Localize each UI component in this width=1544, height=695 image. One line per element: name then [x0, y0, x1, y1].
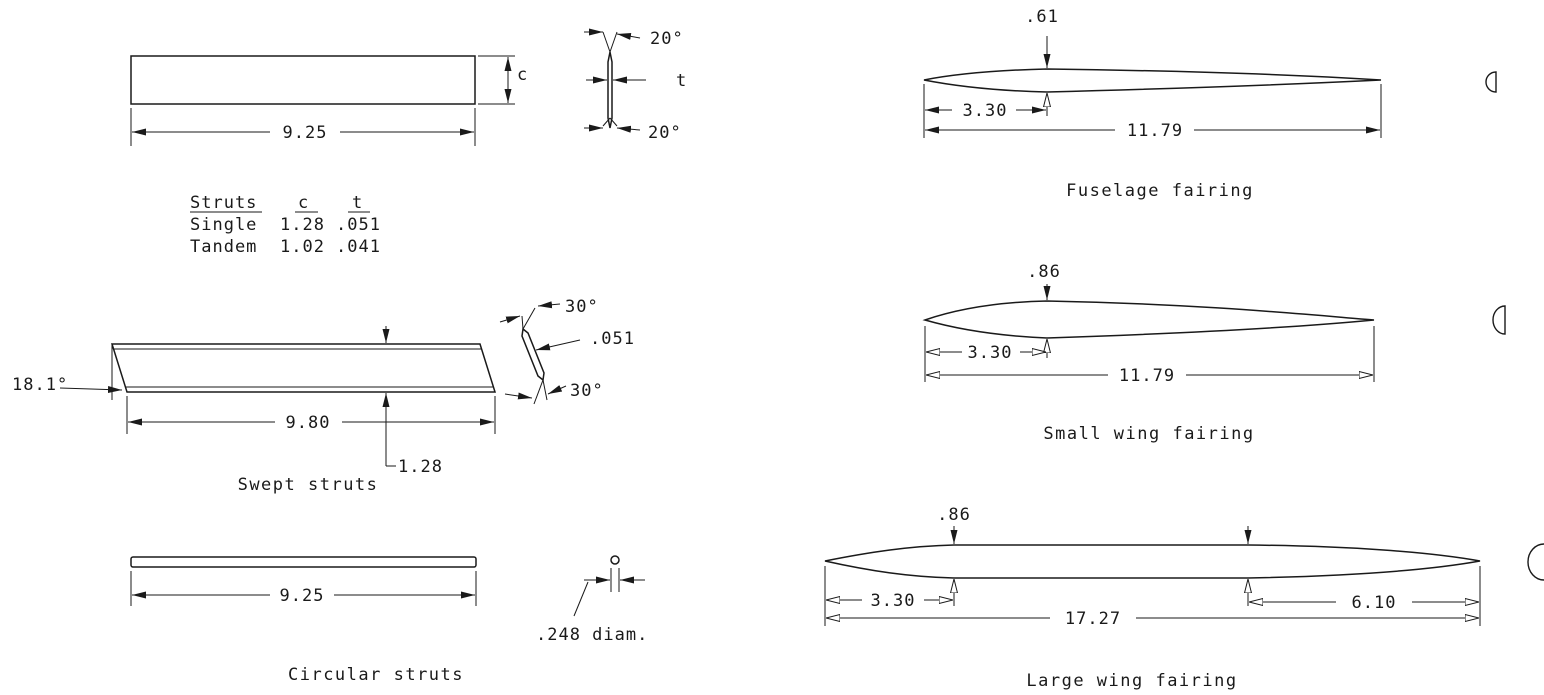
table-row-tandem-c: 1.02 — [280, 237, 325, 257]
fuselage-fairing-group: .61 3.30 11.79 Fuselage fairing — [923, 7, 1497, 201]
table-row-single-t: .051 — [336, 215, 381, 235]
straight-strut-body — [130, 55, 476, 105]
fuselage-fairing-end-view — [1485, 71, 1497, 93]
section-angle-bottom: 20° — [648, 123, 682, 143]
swept-strut-body — [110, 343, 497, 393]
large-wing-rear-location-label: 6.10 — [1352, 593, 1397, 613]
circular-section-shape — [610, 555, 620, 565]
table-row-single-label: Single — [190, 215, 257, 235]
small-wing-fairing-group: .86 3.30 11.79 Small wing fairing — [922, 262, 1506, 444]
swept-strut-chord-label: 1.28 — [398, 457, 443, 477]
large-wing-fairing-end-view — [1527, 543, 1544, 581]
straight-strut-span-label: 9.25 — [283, 123, 328, 143]
large-wing-fairing-group: .86 3.30 6.10 17.27 Large wing fairing — [824, 505, 1544, 691]
small-wing-fairing-end-view — [1492, 305, 1506, 335]
chord-symbol-label: c — [517, 65, 528, 85]
section-angle-top: 20° — [650, 29, 684, 49]
table-header-struts: Struts — [190, 193, 257, 213]
sweep-angle-label: 18.1° — [12, 375, 68, 395]
large-wing-front-location-label: 3.30 — [871, 591, 916, 611]
fuselage-fairing-caption: Fuselage fairing — [1066, 181, 1254, 201]
fuselage-max-thickness-label: .61 — [1025, 7, 1059, 27]
swept-strut-span-label: 9.80 — [286, 413, 331, 433]
circular-struts-caption: Circular struts — [288, 665, 464, 685]
fuselage-length-label: 11.79 — [1127, 121, 1183, 141]
strut-section-group: 20° 20° t — [584, 28, 687, 143]
table-header-t: t — [352, 193, 363, 213]
large-wing-fairing-caption: Large wing fairing — [1026, 671, 1237, 691]
small-wing-fairing-profile — [922, 300, 1375, 339]
circular-section-group: .248 diam. — [536, 555, 648, 645]
table-row-tandem-t: .041 — [336, 237, 381, 257]
swept-section-group: 30° 30° .051 — [499, 297, 635, 405]
swept-struts-caption: Swept struts — [238, 475, 379, 495]
small-wing-fairing-caption: Small wing fairing — [1043, 424, 1254, 444]
large-wing-fairing-profile — [824, 544, 1481, 579]
swept-section-angle-bottom: 30° — [570, 381, 604, 401]
small-wing-length-label: 11.79 — [1119, 366, 1175, 386]
small-wing-max-thickness-label: .86 — [1027, 262, 1061, 282]
straight-strut-group: c 9.25 — [130, 55, 528, 146]
swept-section-thickness-label: .051 — [590, 329, 635, 349]
table-row-single-c: 1.28 — [280, 215, 325, 235]
swept-strut-group: 18.1° 9.80 1.28 Swept struts — [12, 326, 497, 495]
fuselage-fairing-profile — [923, 68, 1382, 93]
circular-diameter-label: .248 diam. — [536, 625, 648, 645]
swept-section-shape — [521, 327, 545, 382]
fuselage-location-label: 3.30 — [963, 101, 1008, 121]
struts-table: Struts c t Single 1.28 .051 Tandem 1.02 … — [190, 193, 381, 257]
table-row-tandem-label: Tandem — [190, 237, 257, 257]
table-header-c: c — [298, 193, 309, 213]
large-wing-length-label: 17.27 — [1065, 609, 1121, 629]
circular-strut-span-label: 9.25 — [280, 586, 325, 606]
circular-strut-group: 9.25 Circular struts — [130, 556, 477, 685]
strut-section-shape — [607, 51, 613, 129]
circular-strut-body — [130, 556, 477, 568]
large-wing-max-thickness-label: .86 — [937, 505, 971, 525]
thickness-symbol-label: t — [676, 71, 687, 91]
swept-section-angle-top: 30° — [565, 297, 599, 317]
small-wing-location-label: 3.30 — [968, 343, 1013, 363]
